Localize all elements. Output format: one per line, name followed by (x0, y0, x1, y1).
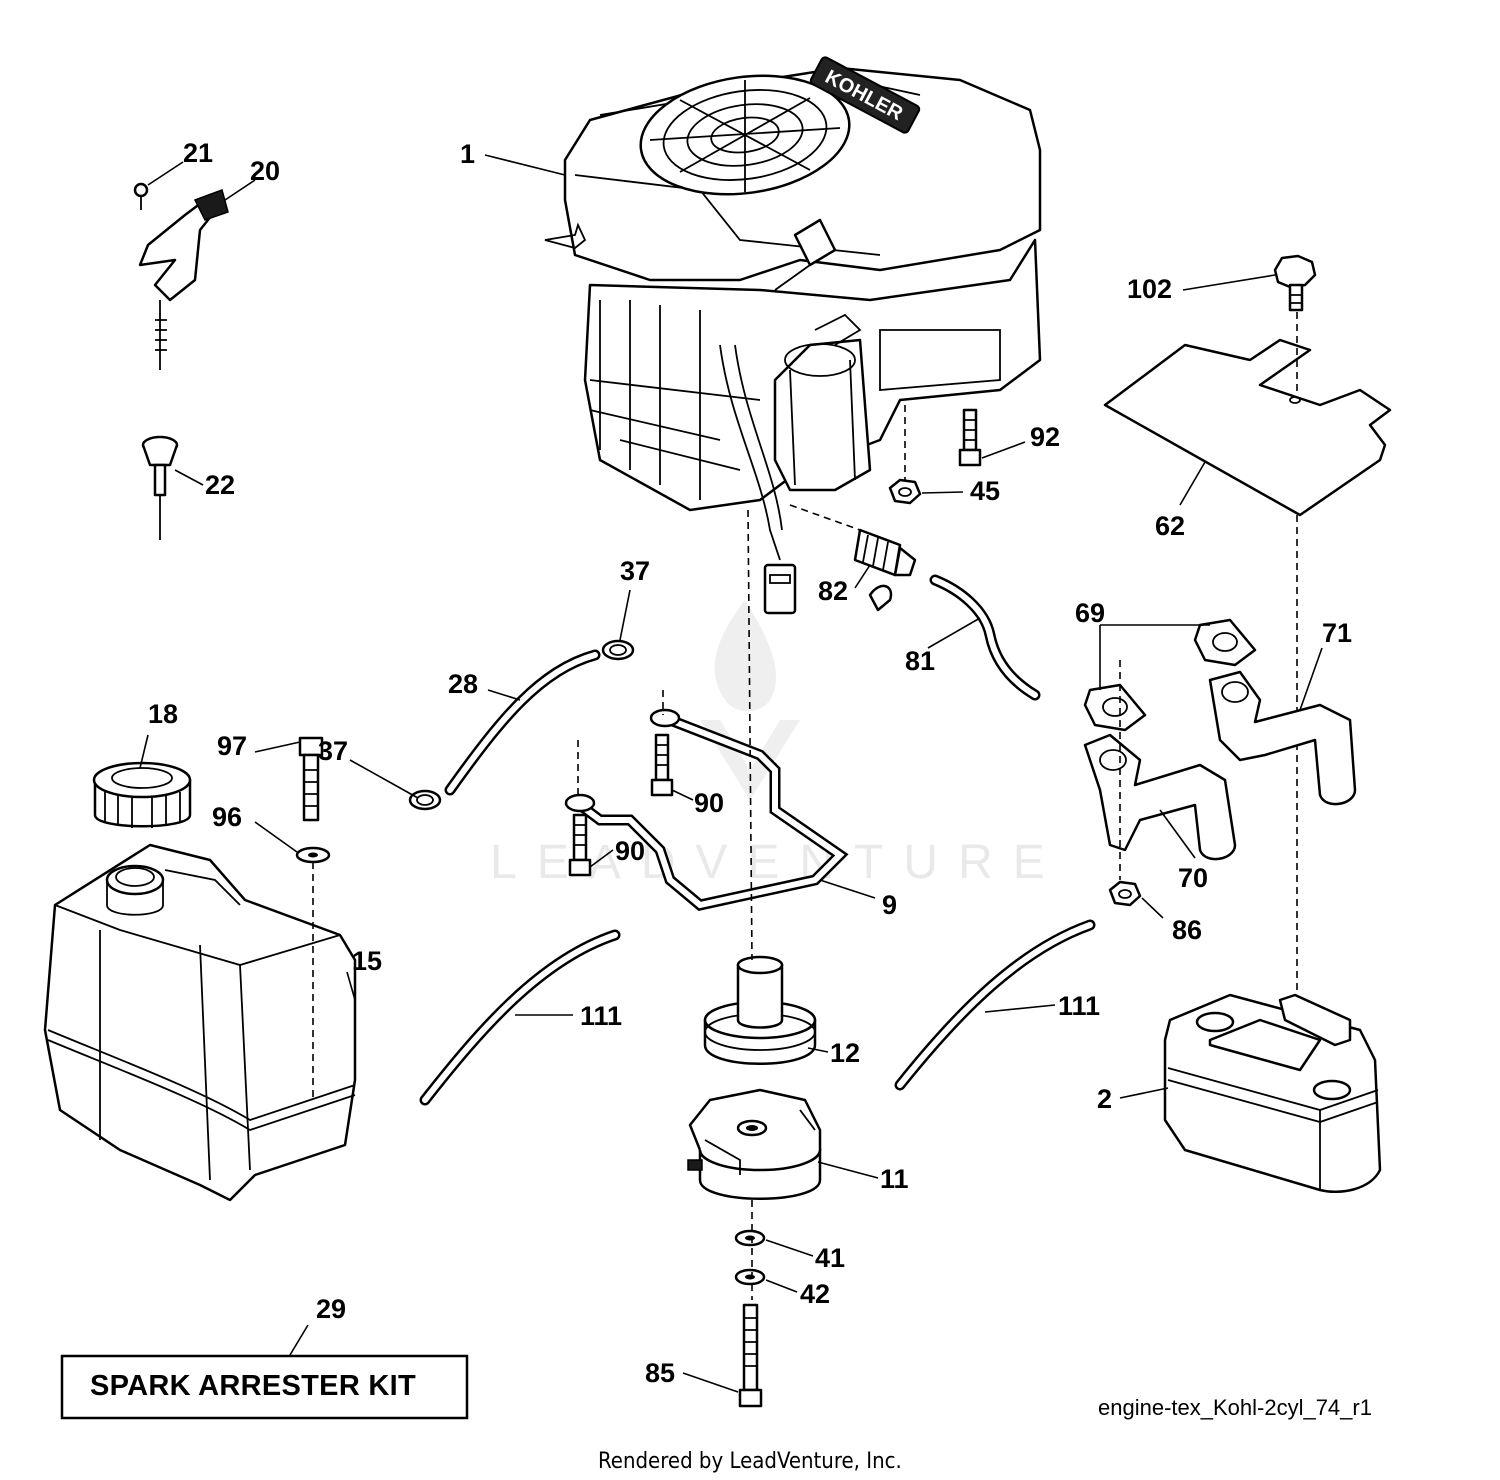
support-bracket (564, 690, 849, 911)
callout-11: 11 (880, 1164, 909, 1194)
washer-42 (734, 1268, 766, 1286)
callout-15: 15 (352, 946, 382, 976)
callout-97: 97 (217, 731, 247, 761)
throttle-control (133, 182, 229, 370)
callout-9: 9 (882, 890, 897, 920)
kit-label: SPARK ARRESTER KIT (90, 1370, 416, 1402)
callout-86: 86 (1172, 915, 1202, 945)
spark-arrester-kit-box: SPARK ARRESTER KIT (60, 1354, 469, 1420)
fuel-tank (43, 843, 357, 1202)
bolt-90-lower (568, 813, 592, 877)
callout-12: 12 (830, 1038, 860, 1068)
heat-shield (1103, 338, 1392, 517)
fuel-cap (92, 761, 192, 828)
tank-screw (295, 736, 331, 1100)
callout-90-upper: 90 (694, 788, 724, 818)
callout-37-lower: 37 (318, 736, 348, 766)
callout-22: 22 (205, 470, 235, 500)
pto-clutch (687, 1088, 822, 1200)
nut-86 (1108, 880, 1142, 907)
bolt-85 (738, 1303, 763, 1408)
gasket-upper (1193, 618, 1257, 667)
callout-111-right: 111 (1058, 991, 1100, 1021)
callout-21: 21 (183, 138, 213, 168)
callout-37-upper: 37 (620, 556, 650, 586)
muffler (1163, 993, 1382, 1194)
callout-41: 41 (815, 1243, 845, 1273)
gasket-lower (1083, 683, 1147, 732)
callout-90-lower: 90 (615, 836, 645, 866)
callout-85: 85 (645, 1358, 675, 1388)
callout-29: 29 (316, 1294, 346, 1324)
diagram-id: engine-tex_Kohl-2cyl_74_r1 (1098, 1395, 1372, 1420)
callout-102: 102 (1127, 274, 1172, 304)
fuel-hose-28 (444, 649, 601, 796)
callout-69: 69 (1075, 598, 1105, 628)
crank-centerline (747, 509, 753, 1300)
exhaust-pipe-71 (1208, 670, 1357, 806)
callout-70: 70 (1178, 863, 1208, 893)
callout-96: 96 (212, 802, 242, 832)
callout-71: 71 (1322, 618, 1352, 648)
render-credit: Rendered by LeadVenture, Inc. (598, 1449, 902, 1474)
washer-41 (734, 1229, 766, 1247)
leader-lines (139, 154, 1323, 1393)
choke-knob (141, 435, 179, 540)
bolt-92 (958, 408, 982, 467)
engine-assembly: KOHLER (544, 56, 1042, 615)
screw-102 (1273, 254, 1317, 312)
hose-clamp-bottom (408, 789, 442, 811)
pulley (703, 955, 817, 1065)
callout-18: 18 (148, 699, 178, 729)
callout-82: 82 (818, 576, 848, 606)
callout-45: 45 (970, 476, 1000, 506)
callout-42: 42 (800, 1279, 830, 1309)
hose-clamp-top (601, 639, 635, 661)
bolt-90-upper (650, 733, 674, 797)
fuel-hose-111-right (894, 919, 1096, 1091)
callouts: 1 21 20 22 18 97 96 15 28 37 37 90 90 9 … (148, 138, 1352, 1388)
callout-81: 81 (905, 646, 935, 676)
fuel-solenoid (789, 504, 917, 612)
callout-28: 28 (448, 669, 478, 699)
callout-1: 1 (460, 139, 475, 169)
callout-2: 2 (1097, 1084, 1112, 1114)
callout-62: 62 (1155, 511, 1185, 541)
callout-92: 92 (1030, 422, 1060, 452)
fuel-hose-111-left (419, 929, 621, 1106)
callout-20: 20 (250, 156, 280, 186)
exhaust-pipe-70 (1083, 733, 1237, 861)
fuel-hose-81 (929, 574, 1041, 701)
callout-111-left: 111 (580, 1001, 622, 1031)
nut-45 (888, 478, 922, 505)
